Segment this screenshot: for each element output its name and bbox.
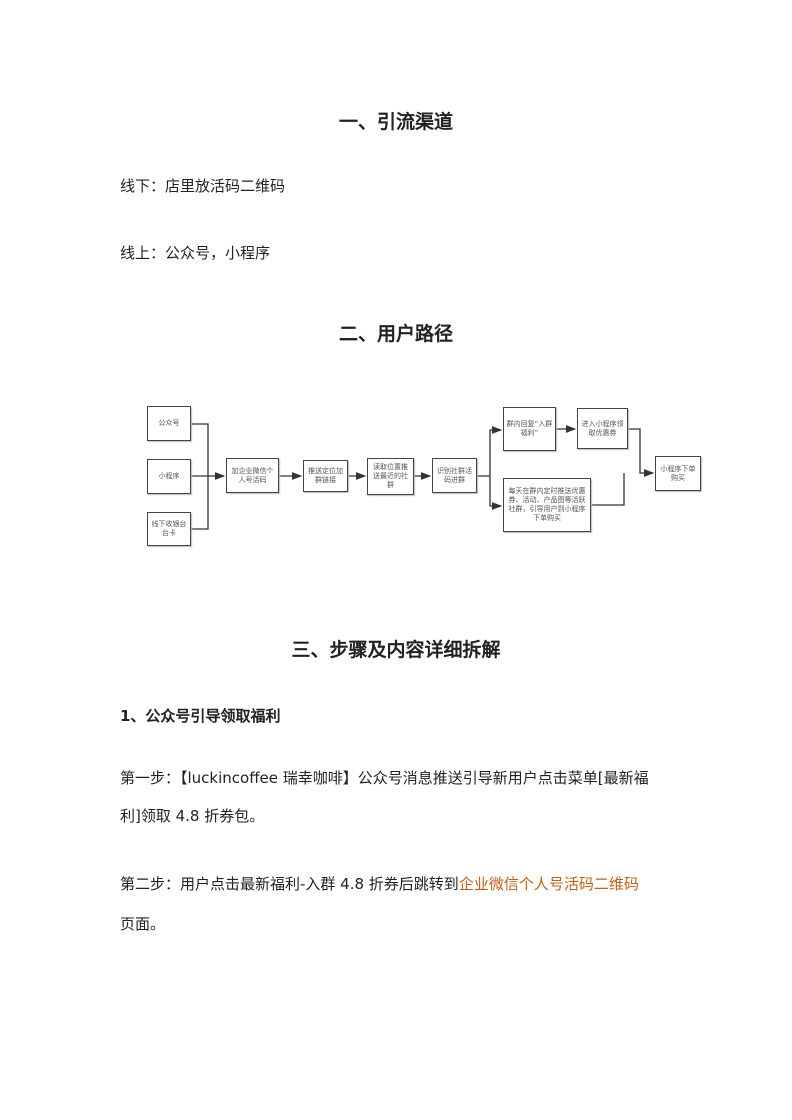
step2-text: 第二步：用户点击最新福利-入群 4.8 折券后跳转到	[120, 875, 459, 893]
node-official-account: 公众号	[147, 406, 191, 441]
section-heading-channels: 一、引流渠道	[338, 111, 453, 133]
node-scan-group-code: 识别社群活码进群	[432, 458, 477, 493]
wechat-code-link[interactable]: 企业微信个人号活码二维码	[458, 875, 639, 893]
section-heading-steps: 三、步骤及内容详细拆解	[291, 639, 501, 661]
section-heading-user-path: 二、用户路径	[338, 323, 453, 345]
step2-line1: 第二步：用户点击最新福利-入群 4.8 折券后跳转到企业微信个人号活码二维码	[120, 874, 639, 894]
subsection-title: 1、公众号引导领取福利	[120, 707, 281, 725]
diagram-connectors	[191, 423, 655, 530]
node-daily-push: 每天在群内定时推送优惠券、活动、产品图等活跃社群，引导用户到小程序下单购买	[503, 478, 591, 532]
step1-line2: 利]领取 4.8 折券包。	[120, 807, 265, 825]
step2-line2: 页面。	[120, 915, 166, 933]
online-channel: 线上：公众号，小程序	[120, 244, 271, 262]
offline-channel: 线下：店里放活码二维码	[120, 177, 286, 195]
node-read-location: 读取位置推送最近的社群	[367, 458, 414, 495]
node-purchase: 小程序下单购买	[655, 456, 701, 491]
node-offline-table-card: 线下收银台台卡	[147, 512, 191, 546]
node-mini-program: 小程序	[147, 459, 191, 494]
node-add-wechat: 加企业微信个人号活码	[226, 458, 279, 493]
node-group-reply: 群内回复“入群福利”	[503, 407, 556, 451]
node-enter-mini-program: 进入小程序领取优惠券	[577, 408, 628, 449]
step1-line1: 第一步：【luckincoffee 瑞幸咖啡】公众号消息推送引导新用户点击菜单[…	[120, 769, 649, 787]
node-push-location: 推送定位加群链接	[303, 460, 348, 492]
